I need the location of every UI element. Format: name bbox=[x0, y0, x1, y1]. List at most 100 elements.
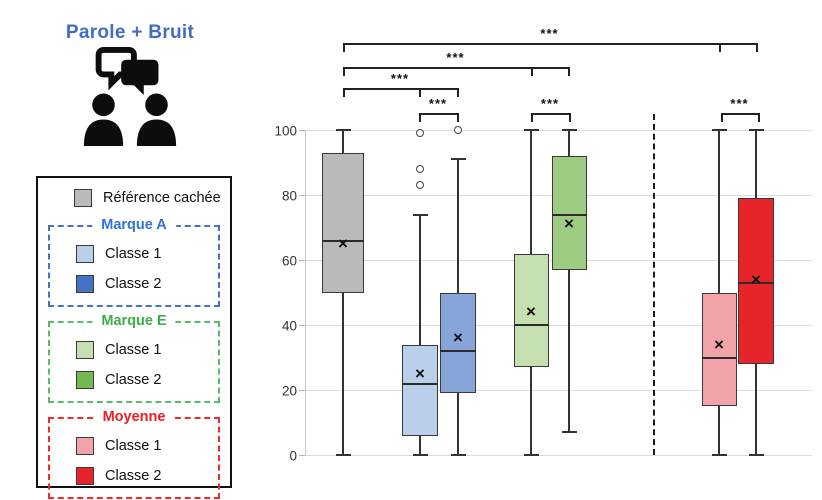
median-line bbox=[701, 356, 737, 359]
y-axis-label: 0 bbox=[289, 448, 297, 463]
bracket-tick bbox=[756, 43, 758, 52]
legend-group-marque-a: Marque A Classe 1 Classe 2 bbox=[48, 217, 220, 307]
gridline bbox=[305, 390, 812, 391]
y-axis-tick bbox=[299, 195, 305, 196]
whisker-cap-top bbox=[711, 129, 727, 131]
median-line bbox=[402, 382, 438, 385]
whisker-upper bbox=[342, 130, 344, 153]
y-axis-label: 60 bbox=[281, 253, 297, 268]
left-panel: Parole + Bruit Référence cachée bbox=[0, 0, 260, 500]
whisker-cap-top bbox=[523, 129, 539, 131]
bracket-tick bbox=[457, 113, 459, 122]
y-axis-tick bbox=[299, 325, 305, 326]
whisker-upper bbox=[530, 130, 532, 254]
significance-bracket bbox=[721, 113, 758, 115]
whisker-upper bbox=[457, 159, 459, 293]
legend-item-label: Classe 2 bbox=[105, 468, 162, 484]
panel-title: Parole + Bruit bbox=[65, 22, 195, 43]
y-axis-label: 80 bbox=[281, 188, 297, 203]
y-axis-tick bbox=[299, 260, 305, 261]
legend-group-marque-e: Marque E Classe 1 Classe 2 bbox=[48, 313, 220, 403]
whisker-lower bbox=[530, 367, 532, 455]
significance-label: *** bbox=[540, 26, 559, 41]
y-axis-label: 20 bbox=[281, 383, 297, 398]
divider-dashed-line bbox=[653, 114, 655, 455]
outlier-point bbox=[454, 126, 462, 134]
significance-bracket bbox=[343, 67, 568, 69]
whisker-cap-top bbox=[335, 129, 351, 131]
significance-bracket bbox=[419, 113, 457, 115]
outlier-point bbox=[416, 129, 424, 138]
classe-1-swatch bbox=[76, 341, 94, 359]
whisker-upper bbox=[568, 130, 570, 156]
significance-label: *** bbox=[390, 71, 410, 86]
legend-item-marque-e-classe-2: Classe 2 bbox=[50, 365, 218, 395]
whisker-cap-bottom bbox=[335, 454, 351, 456]
bracket-tick bbox=[569, 113, 571, 122]
legend-item-label: Classe 1 bbox=[105, 438, 162, 454]
legend-group-title: Moyenne bbox=[93, 409, 175, 425]
y-axis-tick bbox=[299, 130, 305, 131]
outlier-point bbox=[416, 165, 424, 173]
mean-marker: × bbox=[714, 334, 724, 354]
whisker-upper bbox=[755, 130, 757, 199]
legend-item-marque-a-classe-2: Classe 2 bbox=[50, 269, 218, 299]
y-axis bbox=[305, 130, 306, 455]
whisker-lower bbox=[718, 406, 720, 455]
legend: Référence cachée Marque A Classe 1 Class… bbox=[36, 176, 232, 499]
box-marque-e-classe-1 bbox=[513, 253, 549, 368]
classe-1-swatch bbox=[76, 437, 94, 455]
people-talking-icon bbox=[0, 44, 260, 153]
median-line bbox=[322, 239, 364, 242]
bracket-tick bbox=[457, 88, 459, 97]
whisker-cap-top bbox=[450, 158, 466, 161]
legend-item-moyenne-classe-1: Classe 1 bbox=[50, 431, 218, 461]
whisker-lower bbox=[342, 292, 344, 455]
legend-group-title: Marque A bbox=[92, 217, 176, 233]
legend-item-reference: Référence cachée bbox=[38, 185, 230, 211]
significance-bracket bbox=[343, 88, 457, 90]
bracket-tick bbox=[531, 113, 533, 122]
y-axis-tick bbox=[299, 455, 305, 456]
y-axis-tick bbox=[299, 390, 305, 391]
outlier-point bbox=[416, 181, 424, 190]
bracket-tick bbox=[343, 43, 345, 52]
significance-label: *** bbox=[540, 96, 560, 111]
whisker-cap-bottom bbox=[711, 454, 727, 456]
significance-label: *** bbox=[730, 96, 749, 111]
reference-swatch bbox=[74, 189, 92, 207]
box-marque-e-classe-2 bbox=[551, 156, 587, 270]
mean-marker: × bbox=[415, 363, 425, 383]
bracket-tick bbox=[719, 43, 721, 52]
significance-label: *** bbox=[428, 96, 448, 111]
classe-1-swatch bbox=[76, 245, 94, 263]
median-line bbox=[551, 213, 587, 216]
box-marque-a-classe-1 bbox=[402, 344, 438, 436]
whisker-lower bbox=[419, 435, 421, 455]
significance-bracket bbox=[343, 43, 756, 45]
bracket-tick bbox=[721, 113, 723, 122]
gridline bbox=[305, 455, 812, 456]
legend-item-label: Classe 2 bbox=[105, 276, 162, 292]
legend-item-label: Classe 1 bbox=[105, 342, 162, 358]
legend-item-marque-a-classe-1: Classe 1 bbox=[50, 239, 218, 269]
whisker-cap-bottom bbox=[748, 454, 764, 456]
bracket-tick bbox=[343, 67, 345, 76]
mean-marker: × bbox=[338, 233, 348, 253]
whisker-lower bbox=[457, 393, 459, 455]
mean-marker: × bbox=[751, 269, 761, 289]
gridline bbox=[305, 325, 812, 326]
whisker-cap-bottom bbox=[523, 454, 539, 456]
mean-marker: × bbox=[453, 328, 463, 347]
classe-2-swatch bbox=[76, 275, 94, 293]
legend-group-moyenne: Moyenne Classe 1 Classe 2 bbox=[48, 409, 220, 499]
legend-item-marque-e-classe-1: Classe 1 bbox=[50, 335, 218, 365]
median-line bbox=[440, 350, 476, 353]
whisker-upper bbox=[419, 214, 421, 345]
legend-item-label: Classe 2 bbox=[105, 372, 162, 388]
box-r-f-rence-cach-e bbox=[322, 152, 364, 293]
median-line bbox=[513, 324, 549, 327]
box-marque-a-classe-2 bbox=[440, 292, 476, 394]
mean-marker: × bbox=[564, 214, 574, 234]
